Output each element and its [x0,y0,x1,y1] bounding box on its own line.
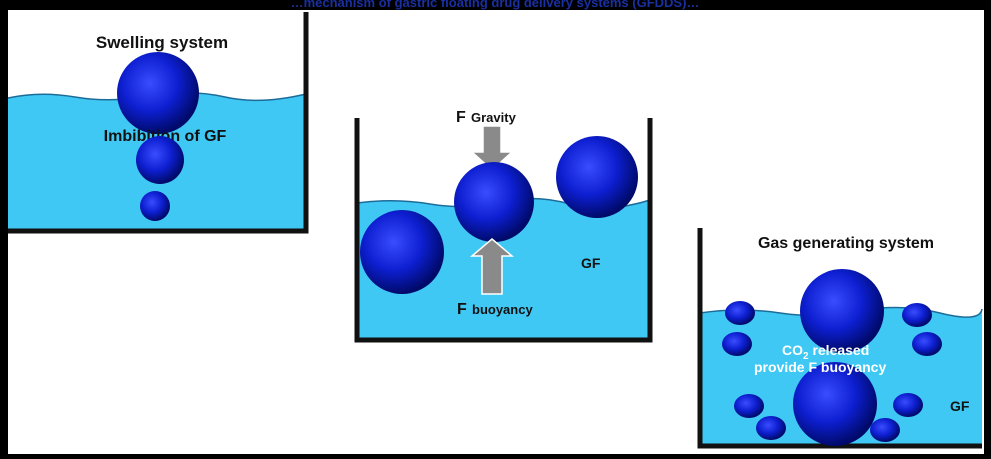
sphere-small-sinking [140,191,170,221]
co2-bubble-1 [725,301,755,325]
buoyancy-word: buoyancy [472,302,533,317]
gas-container [697,228,982,449]
co2-bubble-5 [734,394,764,418]
gas-gf-label: GF [950,398,970,414]
sphere-right-floating [556,136,638,218]
header-title: …mechanism of gastric floating drug deli… [291,0,700,10]
co2-bubble-6 [756,416,786,440]
sphere-gas-bottom [793,362,877,446]
co2-bubble-2 [722,332,752,356]
sphere-large-floating [117,52,199,134]
sphere-center-floating [454,162,534,242]
swelling-system-panel: Swelling system Imbibition of GF [7,12,309,234]
co2-bubble-7 [893,393,923,417]
swelling-system-title: Swelling system [96,33,228,52]
buoyancy-label: F [457,301,467,318]
gravity-label: F [456,109,466,126]
sphere-left-submerged [360,210,444,294]
sphere-gas-floating [800,269,884,353]
middle-container [354,118,653,343]
imbibition-caption: Imbibition of GF [104,128,227,145]
buoyancy-arrow-icon [469,238,515,295]
gas-system-title: Gas generating system [758,235,934,252]
co2-bubble-3 [902,303,932,327]
gas-generating-panel: Gas generating system CO2 released provi… [697,228,983,449]
co2-released-text: CO2 released [782,342,869,362]
sphere-medium-sinking [136,136,184,184]
middle-gf-label: GF [581,255,601,271]
co2-bubble-8 [870,418,900,442]
gravity-arrow-icon [470,125,514,172]
provide-buoyancy-text: provide F buoyancy [754,359,886,375]
forces-panel: F Gravity F buoyancy GF [354,109,653,343]
swelling-container [8,12,309,234]
co2-bubble-4 [912,332,942,356]
gravity-word: Gravity [471,110,517,125]
